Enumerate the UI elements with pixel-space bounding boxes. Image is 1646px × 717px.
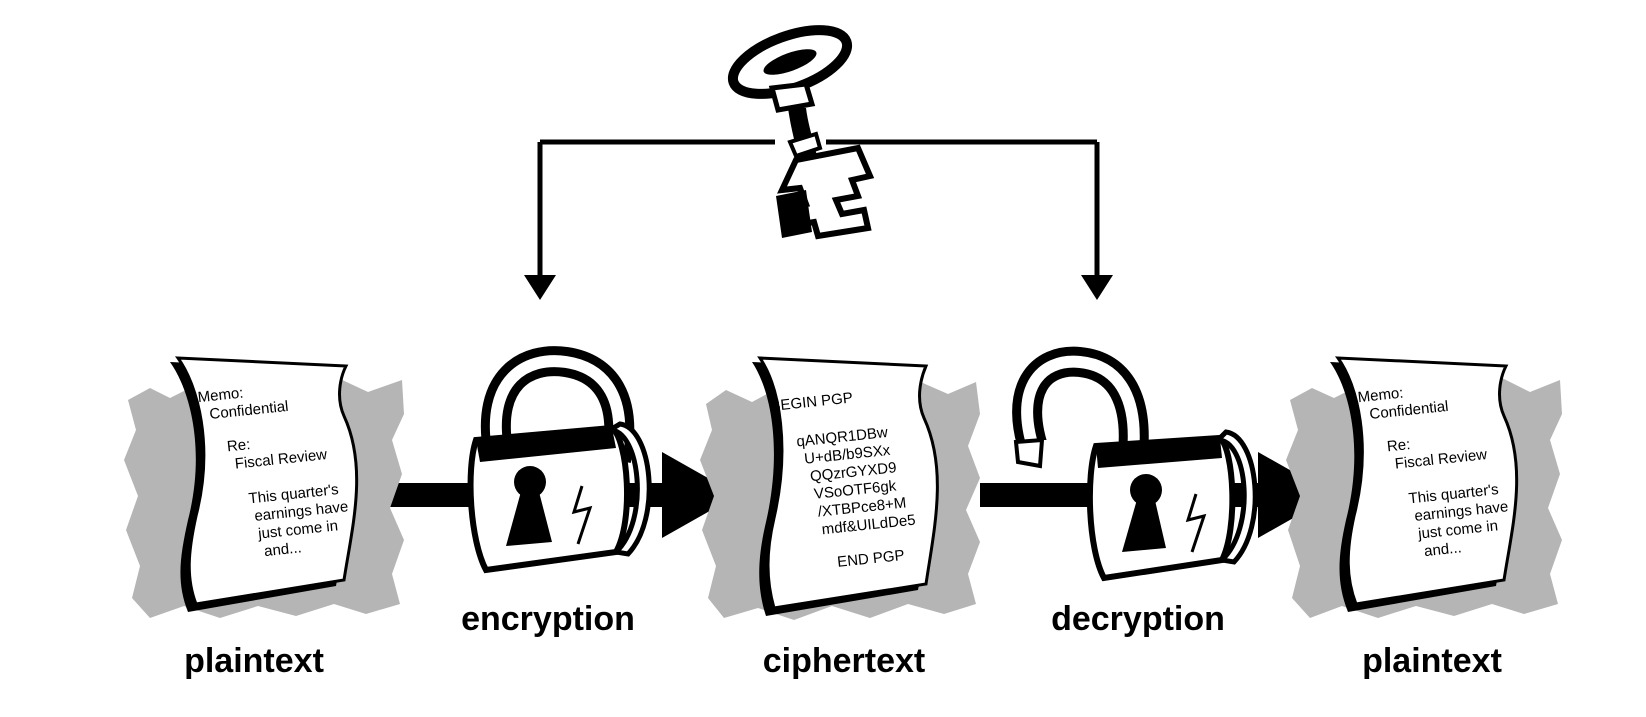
plaintext-document-right: Memo: Confidential Re: Fiscal Review Thi… bbox=[1286, 356, 1562, 618]
arrowhead-right-icon bbox=[662, 452, 738, 538]
arrowhead-down-icon bbox=[1081, 275, 1113, 300]
arrowhead-down-icon bbox=[524, 275, 556, 300]
decryption-label: decryption bbox=[1051, 600, 1225, 638]
encryption-label: encryption bbox=[461, 600, 635, 638]
plaintext-left-label: plaintext bbox=[184, 642, 324, 680]
plaintext-right-label: plaintext bbox=[1362, 642, 1502, 680]
plaintext-document-left: Memo: Confidential Re: Fiscal Review Thi… bbox=[124, 356, 404, 618]
open-padlock-icon bbox=[1012, 346, 1258, 582]
arrowhead-right-icon bbox=[1258, 452, 1334, 538]
key-distribution-lines bbox=[524, 139, 1113, 300]
ciphertext-document: BEGIN PGP qANQR1DBw U+dB/b9SXx QQzrGYXD9… bbox=[700, 356, 980, 620]
document-text: BEGIN PGP qANQR1DBw U+dB/b9SXx QQzrGYXD9… bbox=[770, 384, 924, 576]
key-icon bbox=[727, 25, 875, 240]
ciphertext-label: ciphertext bbox=[763, 642, 926, 680]
closed-padlock-icon bbox=[467, 346, 652, 574]
